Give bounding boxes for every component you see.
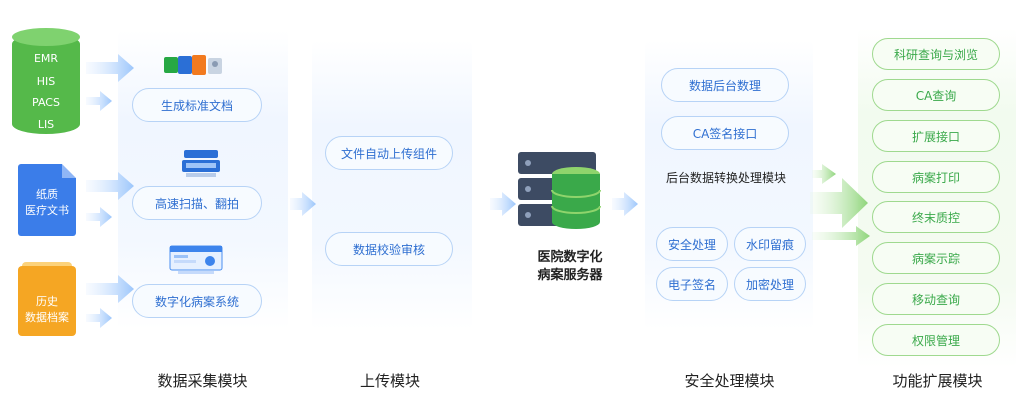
- office-apps-icon: [164, 55, 222, 75]
- function-item-ca-query: CA查询: [872, 79, 1000, 111]
- arrow-doc-1: [86, 172, 134, 200]
- security-item-backend: 数据后台数理: [661, 68, 789, 102]
- security-module-label: 安全处理模块: [684, 372, 775, 390]
- collection-module-label: 数据采集模块: [157, 372, 248, 390]
- security-note: 后台数据转换处理模块: [666, 171, 787, 185]
- arrow-doc-2: [86, 207, 112, 227]
- arrow-server-security: [612, 192, 638, 216]
- arrow-security-func-main: [810, 178, 868, 228]
- doc-label-1: 纸质: [36, 188, 58, 201]
- db-label-lis: LIS: [37, 118, 55, 131]
- function-item-quality: 终末质控: [872, 201, 1000, 233]
- server-title-line-1: 医院数字化: [537, 250, 603, 265]
- arrow-upload-server: [490, 192, 516, 216]
- archive-label-2: 数据档案: [25, 311, 69, 324]
- server-title-line-2: 病案服务器: [537, 268, 603, 283]
- collection-item-standard-doc: 生成标准文档: [132, 88, 262, 122]
- functions-module-label: 功能扩展模块: [892, 372, 983, 390]
- function-item-mobile: 移动查询: [872, 283, 1000, 315]
- arrow-collect-upload: [290, 192, 316, 216]
- function-item-research: 科研查询与浏览: [872, 38, 1000, 70]
- security-item-ca-interface: CA签名接口: [661, 116, 789, 150]
- upload-item-verify: 数据校验审核: [325, 232, 453, 266]
- server-icon: [518, 152, 601, 229]
- security-item-watermark: 水印留痕: [734, 227, 806, 261]
- arrow-archive-2: [86, 308, 112, 328]
- arrow-db-2: [86, 91, 112, 111]
- security-item-safety: 安全处理: [656, 227, 728, 261]
- security-item-esign: 电子签名: [656, 267, 728, 301]
- database-shape: [12, 34, 80, 134]
- arrow-security-func-2: [812, 226, 870, 246]
- collection-panel: [118, 30, 288, 330]
- database-top: [12, 28, 80, 46]
- collection-item-scan: 高速扫描、翻拍: [132, 186, 262, 220]
- scanner-icon: [182, 150, 220, 177]
- collection-item-digital-system: 数字化病案系统: [132, 284, 262, 318]
- doc-label-2: 医疗文书: [25, 204, 69, 217]
- security-item-encrypt: 加密处理: [734, 267, 806, 301]
- db-label-pacs: PACS: [32, 96, 60, 109]
- arrow-archive-1: [86, 275, 134, 303]
- db-label-his: HIS: [36, 75, 56, 88]
- upload-panel: [312, 40, 472, 330]
- upload-item-auto-upload: 文件自动上传组件: [325, 136, 453, 170]
- db-label-emr: EMR: [33, 52, 59, 65]
- arrow-db-1: [86, 54, 134, 82]
- upload-module-label: 上传模块: [359, 372, 420, 390]
- digital-system-icon: [169, 245, 223, 274]
- function-item-print: 病案打印: [872, 161, 1000, 193]
- function-item-tracking: 病案示踪: [872, 242, 1000, 274]
- arrow-security-func-1: [812, 164, 836, 184]
- function-item-extension: 扩展接口: [872, 120, 1000, 152]
- document-fold: [62, 164, 76, 178]
- archive-label-1: 历史: [36, 295, 58, 308]
- archive-folder-icon: [18, 266, 76, 336]
- function-item-permission: 权限管理: [872, 324, 1000, 356]
